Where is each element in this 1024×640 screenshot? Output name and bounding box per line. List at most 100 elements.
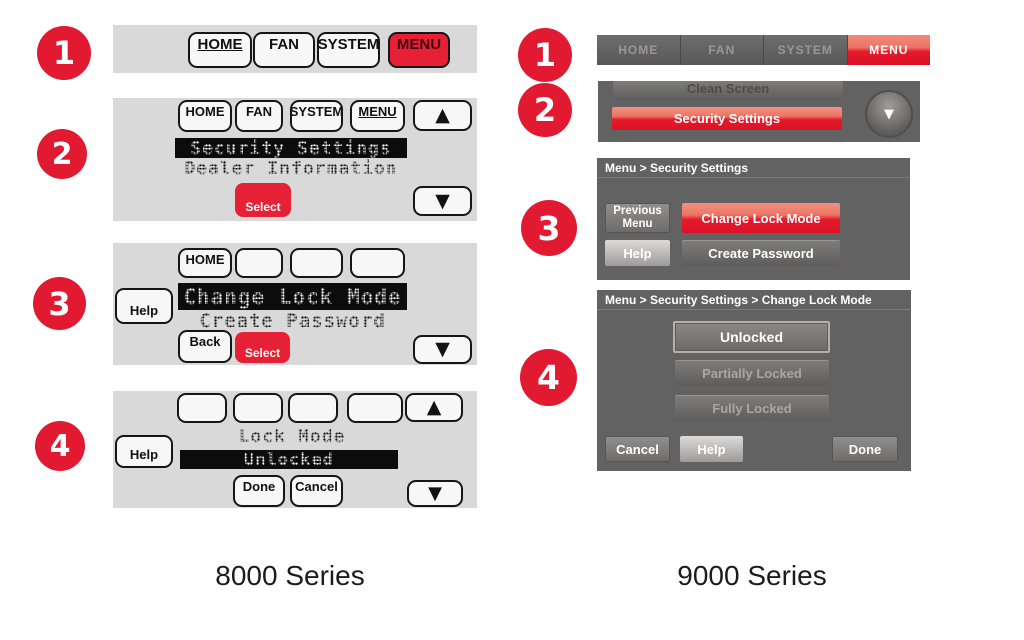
selected-menu-item-label: Change Lock Mode — [183, 284, 402, 309]
select-button-label: Select — [244, 346, 281, 360]
step-badge-1-right: 1 — [518, 28, 572, 82]
menu-item: Dealer Information — [175, 157, 407, 179]
menu-tab-label: MENU — [396, 36, 442, 53]
breadcrumb-text: Menu > Security Settings > Change Lock M… — [605, 292, 872, 307]
selected-menu-item: Security Settings — [175, 138, 407, 159]
blank-button[interactable] — [235, 248, 283, 278]
cancel-button-label: Cancel — [616, 441, 659, 457]
clean-screen-label: Clean Screen — [686, 81, 770, 96]
menu-item-label: Dealer Information — [184, 157, 398, 179]
clean-screen-button[interactable]: Clean Screen — [613, 81, 843, 100]
menu-tab-button[interactable]: MENU — [847, 35, 930, 65]
done-button-label: Done — [242, 479, 276, 494]
down-arrow-icon: ▼ — [435, 338, 450, 360]
breadcrumb: Menu > Security Settings — [597, 158, 910, 178]
selected-option-label: Unlocked — [244, 449, 334, 470]
step-badge-2-right: 2 — [518, 83, 572, 137]
menu-item-label: Create Password — [199, 310, 386, 332]
cancel-button[interactable]: Cancel — [605, 436, 670, 462]
done-button[interactable]: Done — [233, 475, 285, 507]
panel-9000-step1: HOME FAN SYSTEM MENU — [597, 35, 930, 65]
fan-tab-button[interactable]: FAN — [253, 32, 315, 68]
step-badge-3-right: 3 — [521, 200, 577, 256]
fan-tab-button[interactable]: FAN — [681, 35, 764, 65]
change-lock-mode-label: Change Lock Mode — [701, 210, 821, 226]
down-arrow-icon: ▼ — [884, 106, 894, 122]
previous-menu-button[interactable]: Previous Menu — [605, 203, 670, 233]
help-button-label: Help — [697, 441, 726, 457]
system-tab-label: SYSTEM — [289, 104, 344, 119]
cancel-button[interactable]: Cancel — [290, 475, 343, 507]
help-button-label: Help — [129, 447, 159, 462]
home-tab-button[interactable]: HOME — [178, 100, 232, 132]
blank-button[interactable] — [288, 393, 338, 423]
scroll-down-button[interactable]: ▼ — [413, 335, 472, 364]
help-button[interactable]: Help — [605, 240, 670, 266]
menu-tab-label: MENU — [869, 43, 909, 57]
system-tab-button[interactable]: SYSTEM — [290, 100, 343, 132]
scroll-down-button[interactable]: ▼ — [407, 480, 463, 507]
menu-tab-button[interactable]: MENU — [350, 100, 405, 132]
create-password-label: Create Password — [708, 246, 814, 261]
home-tab-label: HOME — [185, 104, 225, 119]
breadcrumb-text: Menu > Security Settings — [605, 160, 749, 175]
step-badge-4-left: 4 — [35, 421, 85, 471]
blank-button[interactable] — [177, 393, 227, 423]
panel-8000-step4: ▲ Lock Mode Help Unlocked Done Cancel ▼ — [113, 391, 477, 508]
system-tab-button[interactable]: SYSTEM — [764, 35, 848, 65]
panel-8000-step3: HOME Help Change Lock Mode Create Passwo… — [113, 243, 477, 365]
cancel-button-label: Cancel — [295, 479, 338, 494]
system-tab-label: SYSTEM — [777, 43, 833, 57]
system-tab-button[interactable]: SYSTEM — [317, 32, 380, 68]
fan-tab-label: FAN — [246, 104, 272, 119]
fan-tab-label: FAN — [708, 43, 736, 57]
scroll-down-button[interactable]: ▼ — [865, 90, 913, 138]
help-button-label: Help — [623, 245, 652, 261]
help-button-label: Help — [129, 303, 159, 318]
option-fully-locked-button[interactable]: Fully Locked — [675, 395, 829, 421]
option-partially-locked-button[interactable]: Partially Locked — [675, 360, 829, 386]
blank-button[interactable] — [350, 248, 405, 278]
scroll-down-button[interactable]: ▼ — [413, 186, 472, 216]
panel-8000-step2: HOME FAN SYSTEM MENU ▲ Security Settings… — [113, 98, 477, 221]
blank-button[interactable] — [347, 393, 403, 423]
step-badge-3-left: 3 — [33, 277, 86, 330]
home-tab-button[interactable]: HOME — [178, 248, 232, 278]
home-tab-button[interactable]: HOME — [597, 35, 681, 65]
blank-button[interactable] — [233, 393, 283, 423]
back-button[interactable]: Back — [178, 330, 232, 363]
option-partially-locked-label: Partially Locked — [702, 366, 802, 381]
fan-tab-button[interactable]: FAN — [235, 100, 283, 132]
option-unlocked-button[interactable]: Unlocked — [673, 321, 830, 353]
scroll-up-button[interactable]: ▲ — [405, 393, 463, 422]
change-lock-mode-button[interactable]: Change Lock Mode — [682, 203, 840, 233]
fan-tab-label: FAN — [269, 36, 299, 53]
blank-button[interactable] — [290, 248, 343, 278]
help-button[interactable]: Help — [115, 288, 173, 324]
panel-9000-step3: Menu > Security Settings Previous Menu C… — [597, 158, 910, 280]
selected-menu-item: Change Lock Mode — [178, 283, 407, 310]
system-tab-label: SYSTEM — [317, 36, 380, 53]
home-tab-button[interactable]: HOME — [188, 32, 252, 68]
series-label-8000: 8000 Series — [215, 560, 365, 591]
selected-option: Unlocked — [180, 449, 398, 470]
menu-tab-label: MENU — [358, 104, 397, 119]
up-arrow-icon: ▲ — [426, 396, 442, 418]
select-button[interactable]: Select — [235, 183, 291, 217]
create-password-button[interactable]: Create Password — [682, 240, 840, 266]
menu-tab-button[interactable]: MENU — [388, 32, 450, 68]
list-title-label: Lock Mode — [238, 425, 346, 447]
help-button[interactable]: Help — [115, 435, 173, 468]
help-button[interactable]: Help — [680, 436, 743, 462]
home-tab-label: HOME — [197, 36, 243, 53]
scroll-up-button[interactable]: ▲ — [413, 100, 472, 131]
previous-menu-label-line2: Menu — [622, 218, 653, 230]
series-label-9000: 9000 Series — [677, 560, 827, 591]
option-fully-locked-label: Fully Locked — [712, 401, 792, 416]
done-button-label: Done — [848, 441, 882, 457]
down-arrow-icon: ▼ — [428, 482, 442, 504]
home-tab-label: HOME — [185, 252, 225, 267]
select-button[interactable]: Select — [235, 332, 290, 363]
security-settings-button[interactable]: Security Settings — [612, 107, 842, 130]
done-button[interactable]: Done — [832, 436, 898, 462]
